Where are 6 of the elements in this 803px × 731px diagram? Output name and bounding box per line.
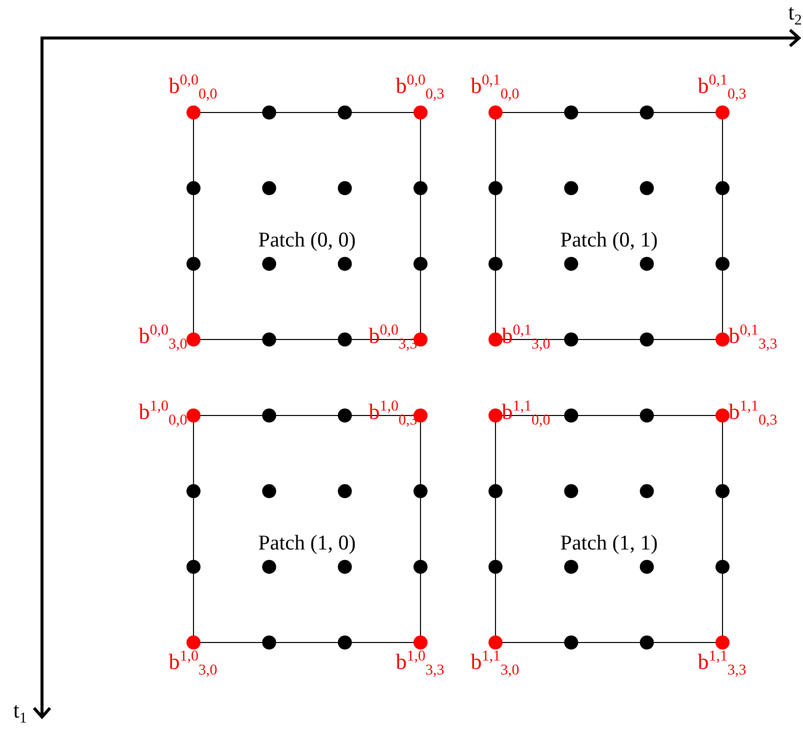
patch-label: Patch (1, 0) bbox=[258, 530, 356, 556]
axis-label: t$_{1}$ bbox=[13, 699, 27, 727]
patch-label: Patch (0, 0) bbox=[258, 227, 356, 252]
patch-label: Patch (0, 1) bbox=[560, 227, 658, 252]
patch-label: Patch (1, 1) bbox=[560, 530, 658, 556]
axis-label: t$_{2}$ bbox=[788, 1, 802, 29]
